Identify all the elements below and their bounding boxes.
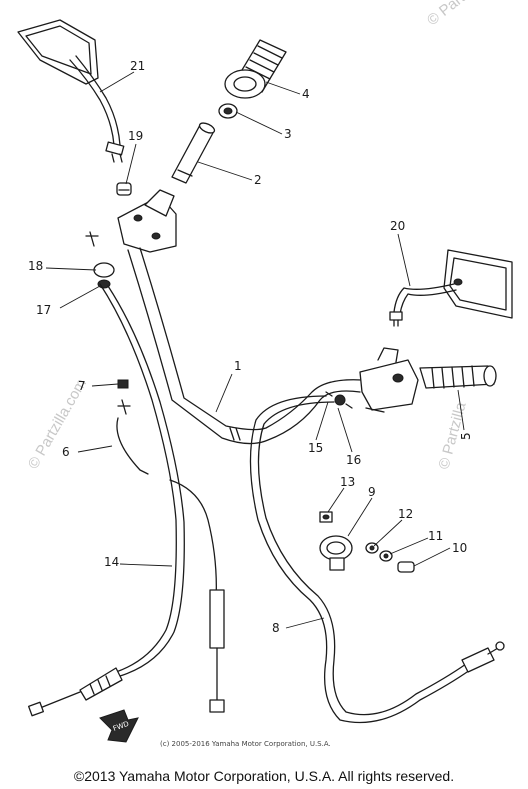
handlebar: [127, 247, 363, 445]
callout-12: 12: [398, 507, 413, 521]
callout-21: 21: [130, 59, 145, 73]
callout-18: 18: [28, 259, 43, 273]
callout-11: 11: [428, 529, 443, 543]
fwd-arrow: FWD: [99, 709, 139, 743]
callout-10: 10: [452, 541, 467, 555]
callout-3: 3: [284, 127, 292, 141]
callout-5: 5: [459, 432, 473, 440]
leader-lines: [45, 71, 465, 629]
inner-copyright: (c) 2005-2016 Yamaha Motor Corporation, …: [160, 740, 331, 748]
callout-8: 8: [272, 621, 280, 635]
mirror-holder: [319, 535, 353, 571]
right-throttle-housing: [325, 347, 419, 413]
nut: [319, 511, 333, 523]
callout-20: 20: [390, 219, 405, 233]
throttle-tube: [171, 122, 216, 184]
clutch-cable: [28, 283, 185, 717]
callout-15: 15: [308, 441, 323, 455]
left-adjuster: [116, 379, 149, 475]
footer-copyright: ©2013 Yamaha Motor Corporation, U.S.A. A…: [73, 768, 455, 784]
callout-16: 16: [346, 453, 361, 467]
throttle-cable: [169, 479, 225, 713]
callout-19: 19: [128, 129, 143, 143]
left-switch-housing: [85, 189, 177, 253]
callout-6: 6: [62, 445, 70, 459]
cable-clamp: [93, 262, 115, 289]
callout-2: 2: [254, 173, 262, 187]
small-knob: [116, 182, 132, 196]
callout-13: 13: [340, 475, 355, 489]
callout-1: 1: [234, 359, 242, 373]
left-mirror: [17, 19, 125, 163]
callout-14: 14: [104, 555, 119, 569]
right-cable: [249, 395, 505, 724]
collar: [218, 103, 238, 119]
bolt-10: [397, 561, 415, 573]
left-grip: [224, 39, 287, 99]
washer-11: [379, 550, 393, 562]
right-grip: [419, 365, 497, 389]
callout-7: 7: [78, 379, 86, 393]
callout-17: 17: [36, 303, 51, 317]
callout-9: 9: [368, 485, 376, 499]
callout-4: 4: [302, 87, 310, 101]
right-mirror: [389, 249, 513, 327]
watermark-top-right: © Partzilla: [424, 0, 489, 29]
